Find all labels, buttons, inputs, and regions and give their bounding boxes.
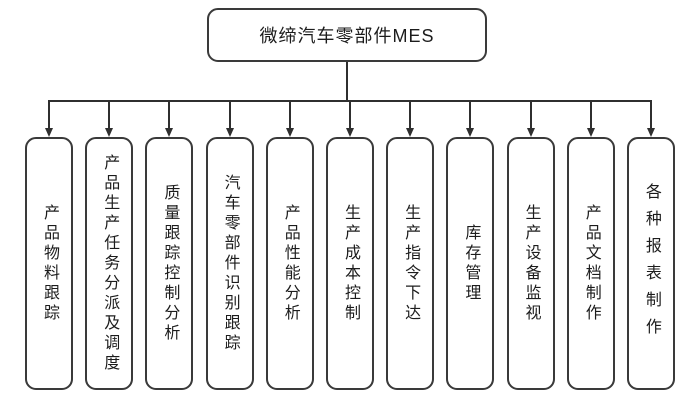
arrow-down-icon — [105, 128, 114, 137]
node-label: 产品物料跟踪 — [41, 203, 58, 324]
arrow-down-icon — [45, 128, 53, 137]
branch-production-cost-control: 生产成本控制 — [325, 102, 374, 390]
node-label: 各种报表制作 — [642, 182, 660, 345]
arrow-down-icon — [406, 128, 415, 137]
root-node: 微缔汽车零部件MES — [207, 8, 487, 62]
arrow-down-icon — [646, 128, 655, 137]
branch-production-order-issue: 生产指令下达 — [386, 102, 435, 390]
node-label: 生产指令下达 — [402, 203, 420, 324]
node-production-cost-control: 生产成本控制 — [325, 137, 374, 390]
connector-drop — [348, 102, 351, 128]
branch-product-document-creation: 产品文档制作 — [566, 102, 615, 390]
branch-inventory-management: 库存管理 — [446, 102, 495, 390]
branch-quality-tracking-control: 质量跟踪控制分析 — [145, 102, 194, 390]
node-label: 质量跟踪控制分析 — [161, 183, 179, 344]
arrow-down-icon — [466, 128, 475, 137]
connector-drop — [589, 102, 592, 128]
arrow-down-icon — [586, 128, 595, 137]
root-node-label: 微缔汽车零部件MES — [259, 26, 435, 46]
connector-stem — [346, 62, 348, 101]
node-auto-parts-id-tracking: 汽车零部件识别跟踪 — [205, 137, 254, 390]
connector-drop — [649, 102, 652, 128]
branch-task-dispatch-scheduling: 产品生产任务分派及调度 — [85, 102, 134, 390]
arrow-down-icon — [285, 128, 294, 137]
arrow-down-icon — [165, 128, 174, 137]
node-product-material-tracking: 产品物料跟踪 — [25, 137, 73, 390]
node-label: 汽车零部件识别跟踪 — [221, 173, 239, 354]
node-label: 产品性能分析 — [281, 203, 299, 324]
node-inventory-management: 库存管理 — [446, 137, 495, 390]
node-label: 产品文档制作 — [582, 203, 600, 324]
children-row: 产品物料跟踪 产品生产任务分派及调度 质量跟踪控制分析 汽车零部件识别跟踪 — [25, 102, 675, 390]
node-product-document-creation: 产品文档制作 — [566, 137, 615, 390]
node-task-dispatch-scheduling: 产品生产任务分派及调度 — [85, 137, 134, 390]
connector-drop — [469, 102, 472, 128]
arrow-down-icon — [345, 128, 354, 137]
connector-bus — [48, 100, 652, 102]
connector-drop — [168, 102, 171, 128]
branch-product-material-tracking: 产品物料跟踪 — [25, 102, 73, 390]
node-quality-tracking-control: 质量跟踪控制分析 — [145, 137, 194, 390]
connector-drop — [529, 102, 532, 128]
node-label: 生产设备监视 — [522, 203, 540, 324]
node-label: 生产成本控制 — [341, 203, 359, 324]
branch-product-performance-analysis: 产品性能分析 — [265, 102, 314, 390]
branch-auto-parts-id-tracking: 汽车零部件识别跟踪 — [205, 102, 254, 390]
node-production-order-issue: 生产指令下达 — [386, 137, 435, 390]
node-various-reports-creation: 各种报表制作 — [626, 137, 675, 390]
node-equipment-monitoring: 生产设备监视 — [506, 137, 555, 390]
connector-drop — [48, 102, 50, 128]
node-label: 库存管理 — [462, 223, 480, 304]
connector-drop — [409, 102, 412, 128]
connector-drop — [288, 102, 291, 128]
node-label: 产品生产任务分派及调度 — [101, 153, 119, 374]
branch-equipment-monitoring: 生产设备监视 — [506, 102, 555, 390]
connector-drop — [108, 102, 111, 128]
arrow-down-icon — [225, 128, 234, 137]
arrow-down-icon — [526, 128, 535, 137]
branch-various-reports-creation: 各种报表制作 — [626, 102, 675, 390]
connector-drop — [228, 102, 231, 128]
node-product-performance-analysis: 产品性能分析 — [265, 137, 314, 390]
